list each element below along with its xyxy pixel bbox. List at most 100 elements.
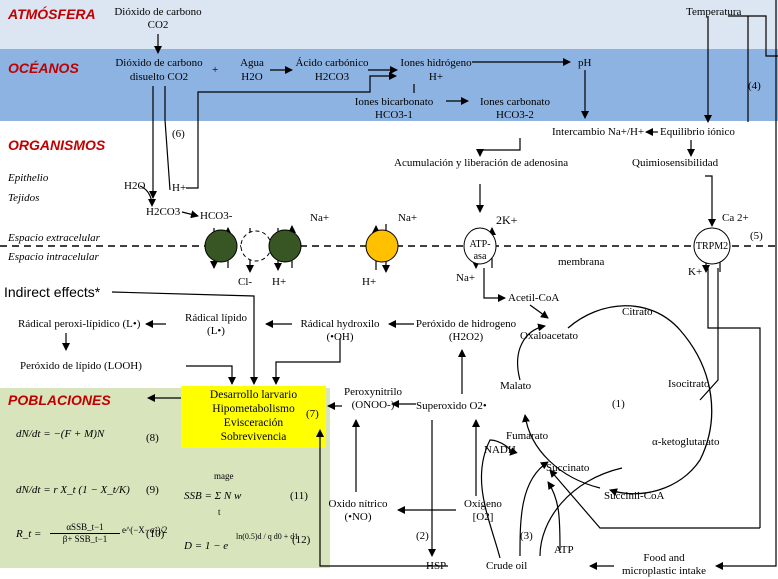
eq3: SSB = Σ N w bbox=[184, 490, 242, 502]
org-ca: Ca 2+ bbox=[722, 212, 749, 224]
num-5: (5) bbox=[750, 230, 763, 242]
org-cl: Cl- bbox=[238, 276, 253, 288]
krebs-citrato: Citrato bbox=[622, 306, 653, 318]
ocean-ph: pH bbox=[578, 57, 592, 69]
label-tejidos: Tejidos bbox=[8, 192, 40, 204]
org-k2: 2K+ bbox=[496, 213, 518, 227]
ocean-plus: + bbox=[212, 64, 219, 76]
hydroxilo-l1: Rádical hydroxilo bbox=[300, 318, 380, 330]
org-k-bottom: K+ bbox=[688, 266, 703, 278]
krebs-malato: Malato bbox=[500, 380, 532, 392]
ocean-carbonato-l2: HCO3-2 bbox=[496, 109, 534, 121]
peroxi-lipidico: Rádical peroxi-lípidico (L•) bbox=[18, 318, 141, 330]
ocean-dissolved-l1: Dióxido de carbono bbox=[115, 57, 203, 69]
ocean-agua-l2: H2O bbox=[241, 71, 263, 83]
effect-evisceration: Evisceración bbox=[223, 417, 284, 429]
num-3: (3) bbox=[520, 530, 533, 542]
krebs-acetil: Acetil-CoA bbox=[508, 292, 560, 304]
superoxido: Superoxido O2• bbox=[416, 400, 487, 412]
eq3-sum-top: mage bbox=[214, 471, 234, 481]
atpasa-label-l1: ATP- bbox=[469, 239, 491, 250]
org-na-top1: Na+ bbox=[310, 212, 330, 224]
ocean-dissolved-l2: disuelto CO2 bbox=[129, 71, 189, 83]
org-intercambio: Intercambio Na+/H+ bbox=[552, 126, 645, 138]
section-oceanos: OCÉANOS bbox=[8, 60, 79, 76]
hydroxilo-l2: (•OH) bbox=[326, 331, 354, 343]
num-8: (8) bbox=[146, 432, 159, 444]
ocean-band bbox=[0, 49, 778, 121]
org-adenosina: Acumulación y liberación de adenosina bbox=[394, 157, 569, 169]
peroxynitrilo-l2: (ONOO-) bbox=[351, 399, 395, 411]
eq2-rhs: = r X_t (1 − X_t/K) bbox=[43, 484, 130, 496]
effect-survival: Sobrevivencia bbox=[220, 431, 287, 443]
num-7: (7) bbox=[306, 408, 319, 420]
channel-green-2 bbox=[268, 229, 302, 263]
org-h2o: H2O bbox=[124, 180, 146, 192]
atm-co2-l1: Dióxido de carbono bbox=[114, 6, 202, 18]
ocean-hidrogeno-l2: H+ bbox=[428, 71, 444, 83]
label-membrana: membrana bbox=[558, 256, 605, 268]
num-2: (2) bbox=[416, 530, 429, 542]
org-hco3: HCO3- bbox=[200, 210, 233, 222]
org-h-bottom2: H+ bbox=[362, 276, 377, 288]
oxido-l1: Oxido nítrico bbox=[328, 498, 388, 510]
eq2-lhs: dN/dt bbox=[16, 484, 41, 496]
eq5-exp: ln(0.5)d / q d0 + d1 bbox=[236, 532, 299, 541]
org-hplus: H+ bbox=[172, 182, 187, 194]
num-9: (9) bbox=[146, 484, 159, 496]
radical-lipido-l1: Rádical lípido bbox=[184, 312, 247, 324]
krebs-cetoglutarato: α-ketoglutarato bbox=[652, 436, 720, 448]
crude-oil: Crude oil bbox=[486, 560, 528, 572]
effect-larval: Desarrollo larvario bbox=[209, 389, 298, 401]
krebs-fumarato: Fumarato bbox=[506, 430, 549, 442]
num-10: (10) bbox=[146, 528, 165, 540]
food-l1: Food and bbox=[643, 552, 685, 564]
atp: ATP bbox=[554, 544, 574, 556]
section-poblaciones: POBLACIONES bbox=[8, 392, 111, 408]
atpasa-label-l2: asa bbox=[473, 251, 487, 262]
label-epithelio: Epithelio bbox=[8, 172, 49, 184]
food-l2: microplastic intake bbox=[622, 565, 706, 577]
ocean-hidrogeno-l1: Iones hidrógeno bbox=[400, 57, 472, 69]
ocean-carbonato-l1: Iones carbonato bbox=[480, 96, 550, 108]
eq1-lhs: dN/dt bbox=[16, 428, 41, 440]
peroxido-h-l1: Peróxido de hidrogeno bbox=[415, 318, 517, 330]
ocean-agua-l1: Agua bbox=[240, 57, 264, 69]
org-quimio: Quimiosensibilidad bbox=[632, 157, 719, 169]
ocean-bicarbonato-l1: Iones bicarbonato bbox=[354, 96, 434, 108]
section-atmosfera: ATMÓSFERA bbox=[8, 6, 96, 22]
org-equilibrio: Equilibrio iónico bbox=[660, 126, 735, 138]
org-h-bottom1: H+ bbox=[272, 276, 287, 288]
ocean-bicarbonato-l2: HCO3-1 bbox=[375, 109, 413, 121]
krebs-oxaloacetato: Oxaloacetato bbox=[520, 330, 579, 342]
effect-hypometabolism: Hipometabolismo bbox=[212, 403, 295, 415]
radical-lipido-l2: (L•) bbox=[207, 325, 225, 337]
eq4-exp: e^(−X−σ²)/2 bbox=[122, 525, 168, 535]
eq3-sum-bot: t bbox=[218, 507, 221, 517]
channel-dashed bbox=[240, 230, 272, 262]
eq4-num: αSSB_t−1 bbox=[50, 522, 120, 534]
atm-co2-l2: CO2 bbox=[147, 19, 169, 31]
atmosphere-band bbox=[0, 0, 778, 49]
trpm2-label: TRPM2 bbox=[695, 241, 729, 252]
channel-green-1 bbox=[204, 229, 238, 263]
eq4-lhs: R_t = bbox=[16, 528, 42, 540]
eq4-den: β+ SSB_t−1 bbox=[62, 534, 108, 544]
krebs-succinil: Succinil-CoA bbox=[604, 490, 665, 502]
org-h2co3: H2CO3 bbox=[146, 206, 181, 218]
eq4: R_t = bbox=[16, 528, 41, 540]
num-4: (4) bbox=[748, 80, 761, 92]
krebs-succinato: Succinato bbox=[546, 462, 590, 474]
eq1-rhs: = −(F + M)N bbox=[43, 428, 105, 440]
section-organismos: ORGANISMOS bbox=[8, 137, 106, 153]
peroxido-lipido: Peróxido de lípido (LOOH) bbox=[20, 360, 142, 372]
nadh: NADH bbox=[484, 444, 516, 456]
trpm2-channel bbox=[693, 227, 731, 265]
atm-temperatura: Temperatura bbox=[686, 6, 742, 18]
oxido-l2: (•NO) bbox=[344, 511, 372, 523]
krebs-isocitrato: Isocitrato bbox=[668, 378, 710, 390]
eq1: dN/dt = −(F + M)N bbox=[16, 428, 104, 440]
num-6: (6) bbox=[172, 128, 185, 140]
population-effects-box: Desarrollo larvario Hipometabolismo Evis… bbox=[181, 386, 326, 448]
